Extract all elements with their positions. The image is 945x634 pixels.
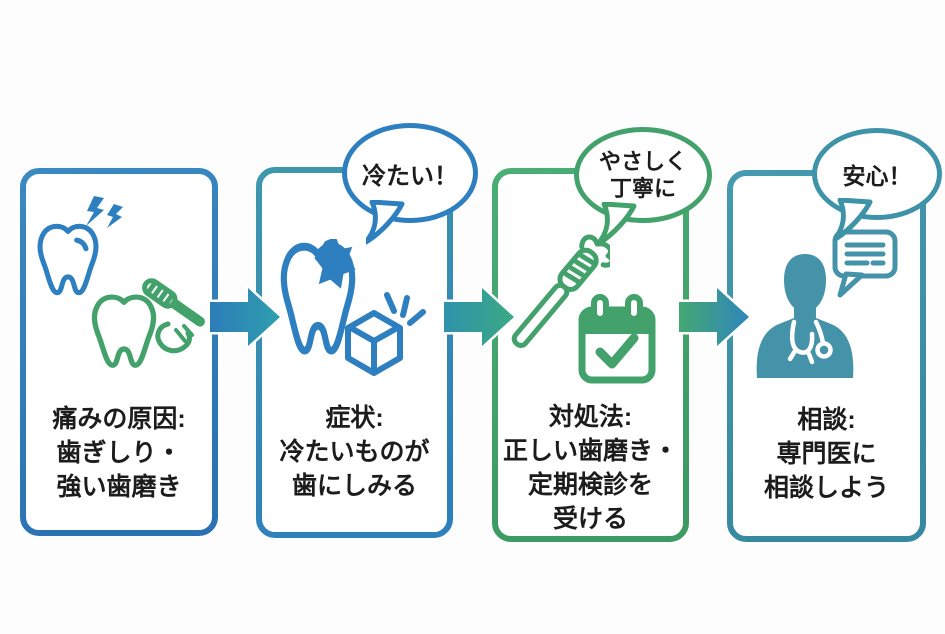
caption-line: 正しい歯磨き・ <box>502 437 678 465</box>
step-panel-consult: 相談: 専門医に 相談しよう <box>727 170 926 542</box>
caption-line: 対処法: <box>548 403 633 431</box>
arrow-remedy-to-consult-icon <box>679 285 749 349</box>
bubble-text-line: やさしく <box>598 149 687 174</box>
speech-bubble-tail <box>834 198 873 243</box>
caption-line: 定期検診を <box>527 471 653 499</box>
doctor-icon <box>756 254 854 378</box>
caption-cause: 痛みの原因: 歯ぎしり・ 強い歯磨き <box>20 402 218 504</box>
speech-bubble-tail <box>598 202 637 247</box>
caption-line: 歯ぎしり・ <box>56 439 182 467</box>
chat-bubble-icon <box>832 229 898 298</box>
bubble-text-line: 安心！ <box>842 163 912 189</box>
toothbrush-with-paste-icon <box>511 234 610 348</box>
speech-bubble-tail <box>366 200 405 245</box>
step-panel-symptom: 症状: 冷たいものが 歯にしみる <box>256 167 453 538</box>
bubble-text-line: 丁寧に <box>609 176 676 201</box>
caption-remedy: 対処法: 正しい歯磨き・ 定期検診を 受ける <box>492 400 689 536</box>
step-panel-cause: 痛みの原因: 歯ぎしり・ 強い歯磨き <box>20 168 218 536</box>
caption-line: 冷たいものが <box>279 438 430 466</box>
pain-lightning-icon <box>86 196 123 228</box>
caption-line: 歯にしみる <box>291 472 417 500</box>
step-panel-remedy: 対処法: 正しい歯磨き・ 定期検診を 受ける <box>492 168 689 542</box>
caption-line: 相談しよう <box>763 474 889 502</box>
caption-line: 受ける <box>552 505 628 533</box>
caption-line: 痛みの原因: <box>52 405 186 433</box>
caption-line: 相談: <box>797 406 856 434</box>
bubble-text-line: 冷たい！ <box>362 162 458 190</box>
aching-tooth-icon <box>37 223 99 296</box>
arrow-symptom-to-remedy-icon <box>444 285 514 349</box>
speech-bubble-cold: 冷たい！ <box>342 123 478 223</box>
caption-line: 症状: <box>325 404 384 432</box>
caption-consult: 相談: 専門医に 相談しよう <box>727 403 926 505</box>
speech-bubble-relief: 安心！ <box>812 128 942 220</box>
cavity-tooth-icon <box>280 239 356 355</box>
ice-cube-sparkle-icon <box>345 292 426 376</box>
arrow-cause-to-symptom-icon <box>210 285 280 349</box>
caption-line: 専門医に <box>776 440 877 468</box>
tooth-with-toothbrush-hand-icon <box>91 278 205 368</box>
calendar-check-icon <box>578 294 656 384</box>
caption-symptom: 症状: 冷たいものが 歯にしみる <box>256 401 453 503</box>
speech-bubble-gently: やさしく 丁寧に <box>574 127 712 223</box>
caption-line: 強い歯磨き <box>56 473 182 501</box>
